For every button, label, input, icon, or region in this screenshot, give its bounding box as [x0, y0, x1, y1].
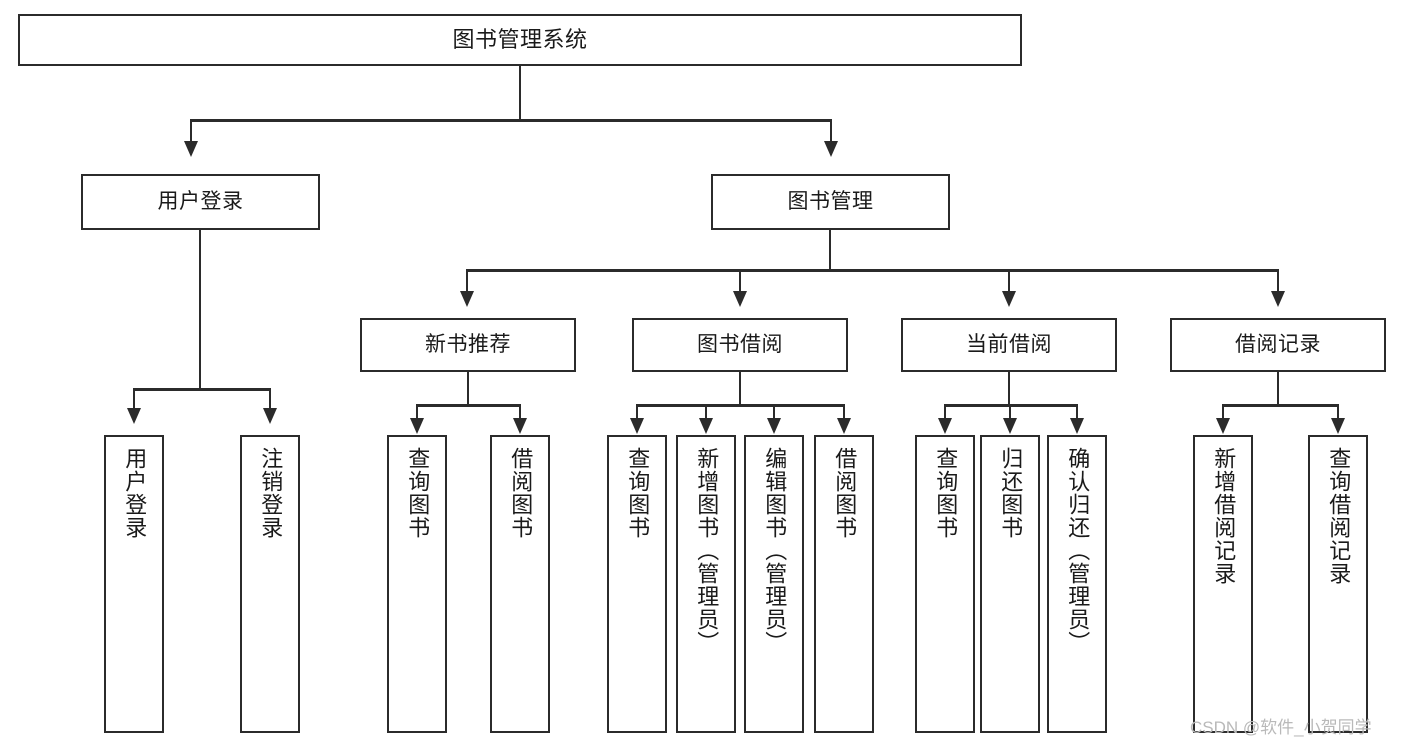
connector-current-borrow-drop-1 — [944, 404, 946, 422]
node-book-management[interactable]: 图书管理 — [711, 174, 950, 230]
leaf-book-borrow-edit-book-admin[interactable]: 编辑图书（管理员） — [744, 435, 804, 733]
node-label: 图书借阅 — [697, 332, 783, 356]
leaf-book-borrow-add-book-admin[interactable]: 新增图书（管理员） — [676, 435, 736, 733]
connector-borrow-record-drop-2 — [1337, 404, 1339, 422]
connector-current-borrow-drop-2 — [1009, 404, 1011, 422]
arrowhead-to-book-borrow — [733, 291, 747, 307]
arrowhead-to-book-management — [824, 141, 838, 157]
node-label: 确认归还（管理员） — [1065, 447, 1091, 654]
node-root-library-management-system[interactable]: 图书管理系统 — [18, 14, 1022, 66]
leaf-current-borrow-confirm-return-admin[interactable]: 确认归还（管理员） — [1047, 435, 1107, 733]
connector-level2-bar — [466, 269, 1278, 272]
leaf-borrow-record-query-record[interactable]: 查询借阅记录 — [1308, 435, 1368, 733]
arrowhead-new-book-2 — [513, 418, 527, 434]
node-book-borrow[interactable]: 图书借阅 — [632, 318, 848, 372]
node-label: 编辑图书（管理员） — [762, 447, 788, 654]
connector-borrow-record-stem — [1277, 372, 1279, 406]
connector-root-stem — [519, 66, 521, 121]
connector-to-borrow-record — [1277, 269, 1279, 293]
node-label: 图书管理 — [787, 189, 874, 213]
arrowhead-current-borrow-3 — [1070, 418, 1084, 434]
arrowhead-book-borrow-4 — [837, 418, 851, 434]
arrowhead-borrow-record-2 — [1331, 418, 1345, 434]
leaf-user-login-login[interactable]: 用户登录 — [104, 435, 164, 733]
connector-to-book-borrow — [739, 269, 741, 293]
node-label: 图书管理系统 — [452, 27, 588, 53]
node-borrow-record[interactable]: 借阅记录 — [1170, 318, 1386, 372]
node-user-login[interactable]: 用户登录 — [81, 174, 320, 230]
connector-book-management-stem — [829, 230, 831, 271]
arrowhead-borrow-record-1 — [1216, 418, 1230, 434]
connector-book-borrow-bar — [636, 404, 845, 407]
leaf-borrow-record-add-record[interactable]: 新增借阅记录 — [1193, 435, 1253, 733]
arrowhead-user-login-2 — [263, 408, 277, 424]
node-label: 注销登录 — [258, 447, 284, 539]
leaf-book-borrow-query-book[interactable]: 查询图书 — [607, 435, 667, 733]
connector-book-borrow-drop-3 — [773, 404, 775, 422]
arrowhead-book-borrow-3 — [767, 418, 781, 434]
connector-new-book-drop-2 — [519, 404, 521, 422]
node-current-borrow[interactable]: 当前借阅 — [901, 318, 1117, 372]
node-label: 查询借阅记录 — [1326, 447, 1352, 585]
arrowhead-to-borrow-record — [1271, 291, 1285, 307]
arrowhead-to-current-borrow — [1002, 291, 1016, 307]
connector-current-borrow-stem — [1008, 372, 1010, 406]
connector-borrow-record-drop-1 — [1222, 404, 1224, 422]
leaf-new-book-query-book[interactable]: 查询图书 — [387, 435, 447, 733]
node-label: 查询图书 — [933, 447, 959, 539]
arrowhead-book-borrow-2 — [699, 418, 713, 434]
node-label: 借阅记录 — [1235, 332, 1321, 356]
leaf-current-borrow-query-book[interactable]: 查询图书 — [915, 435, 975, 733]
node-label: 用户登录 — [157, 189, 244, 213]
watermark: CSDN @软件_小贺同学 — [1190, 718, 1372, 737]
arrowhead-new-book-1 — [410, 418, 424, 434]
node-label: 归还图书 — [998, 447, 1024, 539]
node-label: 用户登录 — [122, 447, 148, 539]
node-label: 借阅图书 — [508, 447, 534, 539]
connector-user-login-drop-1 — [133, 388, 135, 410]
connector-level1-bar — [190, 119, 832, 122]
connector-to-user-login — [190, 119, 192, 144]
node-label: 借阅图书 — [832, 447, 858, 539]
connector-to-new-book — [466, 269, 468, 293]
arrowhead-current-borrow-2 — [1003, 418, 1017, 434]
arrowhead-user-login-1 — [127, 408, 141, 424]
connector-to-book-management — [830, 119, 832, 144]
connector-borrow-record-bar — [1222, 404, 1339, 407]
node-label: 新书推荐 — [425, 332, 511, 356]
connector-book-borrow-drop-4 — [843, 404, 845, 422]
leaf-book-borrow-borrow-book[interactable]: 借阅图书 — [814, 435, 874, 733]
leaf-current-borrow-return-book[interactable]: 归还图书 — [980, 435, 1040, 733]
node-new-book-recommend[interactable]: 新书推荐 — [360, 318, 576, 372]
arrowhead-book-borrow-1 — [630, 418, 644, 434]
connector-user-login-drop-2 — [269, 388, 271, 410]
leaf-user-login-logout[interactable]: 注销登录 — [240, 435, 300, 733]
connector-new-book-bar — [416, 404, 521, 407]
arrowhead-to-new-book — [460, 291, 474, 307]
connector-to-current-borrow — [1008, 269, 1010, 293]
node-label: 查询图书 — [625, 447, 651, 539]
connector-new-book-drop-1 — [416, 404, 418, 422]
node-label: 当前借阅 — [966, 332, 1052, 356]
leaf-new-book-borrow-book[interactable]: 借阅图书 — [490, 435, 550, 733]
connector-user-login-stem — [199, 230, 201, 390]
connector-new-book-stem — [467, 372, 469, 406]
node-label: 查询图书 — [405, 447, 431, 539]
connector-book-borrow-drop-2 — [705, 404, 707, 422]
connector-current-borrow-bar — [944, 404, 1078, 407]
node-label: 新增借阅记录 — [1211, 447, 1237, 585]
connector-user-login-bar — [133, 388, 270, 391]
arrowhead-to-user-login — [184, 141, 198, 157]
arrowhead-current-borrow-1 — [938, 418, 952, 434]
connector-book-borrow-stem — [739, 372, 741, 406]
node-label: 新增图书（管理员） — [694, 447, 720, 654]
connector-current-borrow-drop-3 — [1076, 404, 1078, 422]
connector-book-borrow-drop-1 — [636, 404, 638, 422]
